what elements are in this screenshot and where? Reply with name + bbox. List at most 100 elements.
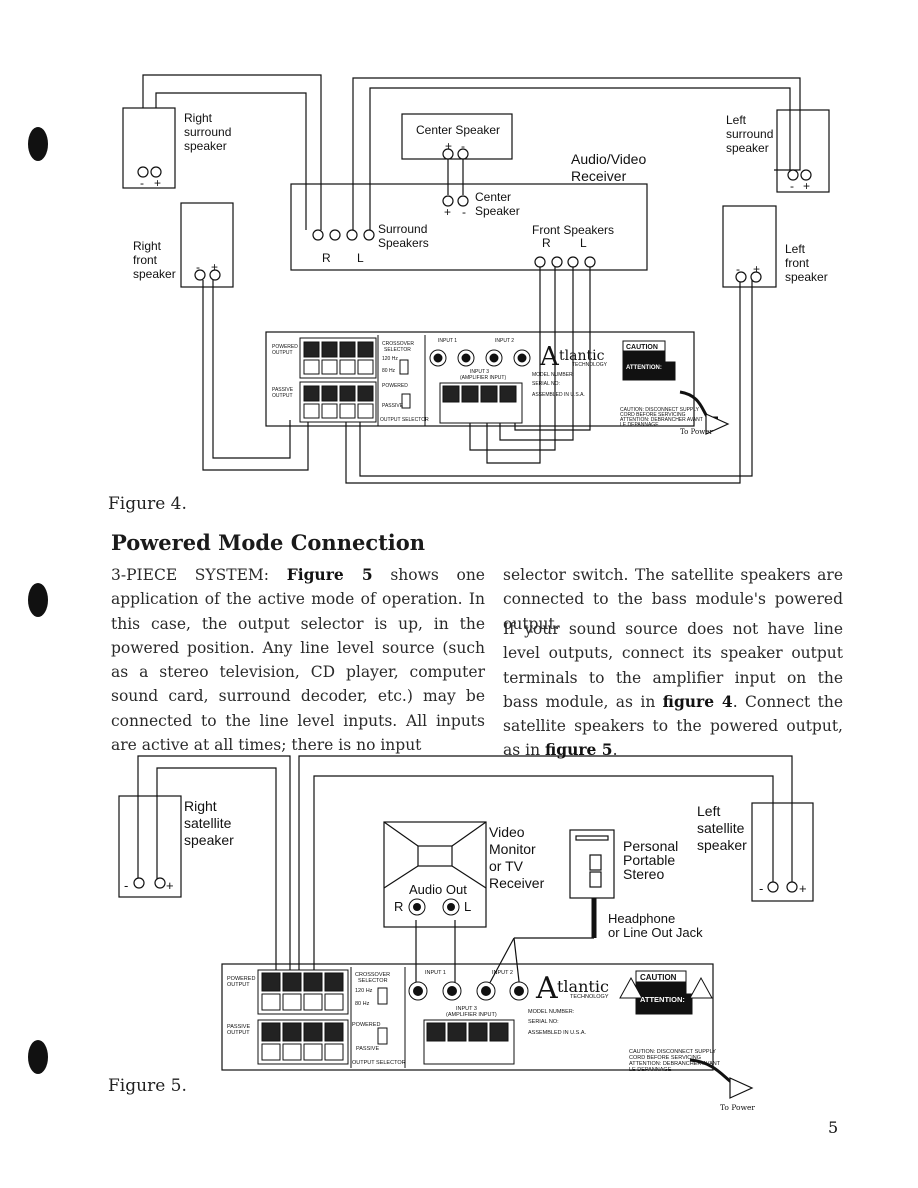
f5-attention: ATTENTION: bbox=[640, 995, 685, 1004]
f5-powered-output-1: POWERED bbox=[227, 976, 255, 982]
f4-disconnect-3: ATTENTION: DEBRANCHER AVANT bbox=[620, 417, 703, 423]
f5-output-selector: OUTPUT SELECTOR bbox=[352, 1060, 406, 1066]
f5-passive-output-2: OUTPUT bbox=[227, 1030, 250, 1036]
f4-input1: INPUT 1 bbox=[438, 338, 457, 344]
left-satellite-label-1: Left bbox=[697, 803, 720, 819]
lf-plus: + bbox=[753, 262, 760, 276]
page-number: 5 bbox=[828, 1118, 839, 1137]
headphone-label-1: Headphone bbox=[608, 911, 675, 926]
f4-output-selector: OUTPUT SELECTOR bbox=[380, 417, 429, 423]
right-satellite-label-3: speaker bbox=[184, 832, 234, 848]
para1-lead: 3-PIECE SYSTEM: bbox=[111, 566, 287, 584]
f4-brand: tlantic bbox=[559, 348, 605, 364]
paragraph-right-2: If your sound source does not have line … bbox=[503, 617, 843, 763]
audio-out-label: Audio Out bbox=[409, 882, 467, 897]
video-monitor-label-2: Monitor bbox=[489, 841, 536, 857]
f5-input2: INPUT 2 bbox=[492, 970, 513, 976]
surround-terminals-label-1: Surround bbox=[378, 222, 427, 236]
f4-passive-output-1: PASSIVE bbox=[272, 387, 294, 393]
video-monitor-box bbox=[383, 821, 487, 928]
right-front-label-2: front bbox=[133, 253, 158, 267]
right-front-label-3: speaker bbox=[133, 267, 176, 281]
left-surround-label-3: speaker bbox=[726, 141, 769, 155]
right-satellite-label-1: Right bbox=[184, 798, 217, 814]
ls-plus: + bbox=[803, 179, 810, 193]
f4-input3: INPUT 3 bbox=[470, 369, 489, 375]
f4-serial: SERIAL NO: bbox=[532, 381, 560, 387]
receiver-label-2: Receiver bbox=[571, 168, 627, 184]
section-heading: Powered Mode Connection bbox=[111, 530, 426, 555]
right-satellite-label-2: satellite bbox=[184, 815, 232, 831]
f4-input2: INPUT 2 bbox=[495, 338, 514, 344]
f5-input1: INPUT 1 bbox=[425, 970, 446, 976]
rf-minus: - bbox=[196, 260, 200, 274]
surround-terminals-label-2: Speakers bbox=[378, 236, 429, 250]
left-surround-label-2: surround bbox=[726, 127, 773, 141]
binder-hole-top bbox=[28, 127, 48, 161]
f4-caution: CAUTION bbox=[626, 344, 658, 351]
center-terminals-label-2: Speaker bbox=[475, 204, 520, 218]
left-surround-speaker-box bbox=[776, 109, 830, 193]
right-surround-speaker-box bbox=[122, 107, 176, 189]
f4-80hz: 80 Hz bbox=[382, 368, 396, 374]
bass-module-panel bbox=[265, 331, 695, 427]
f5-amp-input: (AMPLIFIER INPUT) bbox=[446, 1012, 497, 1018]
rs-minus: - bbox=[140, 176, 144, 190]
right-satellite-box bbox=[118, 795, 182, 898]
f4-disconnect-1: CAUTION: DISCONNECT SUPPLY bbox=[620, 407, 700, 413]
left-surround-label-1: Left bbox=[726, 113, 747, 127]
f5-disconnect-4: LE DEPANNAGE bbox=[629, 1067, 672, 1073]
f5-80hz: 80 Hz bbox=[355, 1001, 370, 1007]
para3-c: . bbox=[612, 741, 618, 760]
f4-to-power: To Power bbox=[680, 428, 713, 436]
audio-out-l: L bbox=[464, 899, 471, 914]
para3-figure5-ref: figure 5 bbox=[545, 740, 613, 760]
right-surround-label-2: surround bbox=[184, 125, 231, 139]
left-front-label-3: speaker bbox=[785, 270, 828, 284]
f5-serial: SERIAL NO: bbox=[528, 1019, 559, 1025]
f5-brand-initial: A bbox=[535, 971, 558, 1006]
left-satellite-label-2: satellite bbox=[697, 820, 745, 836]
lsat-minus: - bbox=[759, 881, 763, 896]
headphone-label-2: or Line Out Jack bbox=[608, 925, 703, 940]
recv-center-plus: + bbox=[444, 205, 451, 219]
audio-out-r: R bbox=[394, 899, 403, 914]
f5-caution: CAUTION bbox=[640, 973, 677, 982]
video-monitor-label-3: or TV bbox=[489, 858, 524, 874]
f4-assembled: ASSEMBLED IN U.S.A. bbox=[532, 392, 585, 398]
para3-a: If your sound source does not have line … bbox=[503, 620, 843, 711]
figure-5-diagram: Right satellite speaker Left satellite s… bbox=[118, 755, 814, 1112]
f5-model: MODEL NUMBER: bbox=[528, 1009, 575, 1015]
center-speaker-box bbox=[401, 113, 513, 160]
rf-plus: + bbox=[211, 260, 218, 274]
surround-r-label: R bbox=[322, 251, 331, 265]
f5-powered-output-2: OUTPUT bbox=[227, 982, 250, 988]
f5-powered: POWERED bbox=[352, 1022, 380, 1028]
lsat-plus: + bbox=[799, 881, 807, 896]
f5-disconnect-2: CORD BEFORE SERVICING bbox=[629, 1055, 701, 1061]
right-front-speaker-box bbox=[180, 202, 234, 288]
left-satellite-box bbox=[751, 802, 814, 902]
f4-powered: POWERED bbox=[382, 383, 408, 389]
rs-plus: + bbox=[154, 176, 161, 190]
f4-attention: ATTENTION: bbox=[626, 365, 662, 371]
right-surround-label-3: speaker bbox=[184, 139, 227, 153]
front-r-label: R bbox=[542, 236, 551, 250]
receiver-box bbox=[290, 183, 648, 271]
rsat-plus: + bbox=[166, 878, 174, 893]
f4-passive: PASSIVE bbox=[382, 403, 404, 409]
f5-crossover-2: SELECTOR bbox=[358, 978, 388, 984]
right-front-label-1: Right bbox=[133, 239, 162, 253]
f4-brand-sub: TECHNOLOGY bbox=[572, 362, 608, 368]
f5-assembled: ASSEMBLED IN U.S.A. bbox=[528, 1030, 587, 1036]
receiver-label-1: Audio/Video bbox=[571, 151, 646, 167]
left-front-label-1: Left bbox=[785, 242, 806, 256]
f4-powered-output-2: OUTPUT bbox=[272, 350, 293, 356]
binder-hole-bottom bbox=[28, 1040, 48, 1074]
right-surround-label-1: Right bbox=[184, 111, 213, 125]
f4-passive-output-2: OUTPUT bbox=[272, 393, 293, 399]
f5-disconnect-3: ATTENTION: DEBRANCHER AVANT bbox=[629, 1061, 721, 1067]
left-satellite-label-3: speaker bbox=[697, 837, 747, 853]
personal-stereo-label-1: Personal bbox=[623, 838, 678, 854]
surround-l-label: L bbox=[357, 251, 364, 265]
